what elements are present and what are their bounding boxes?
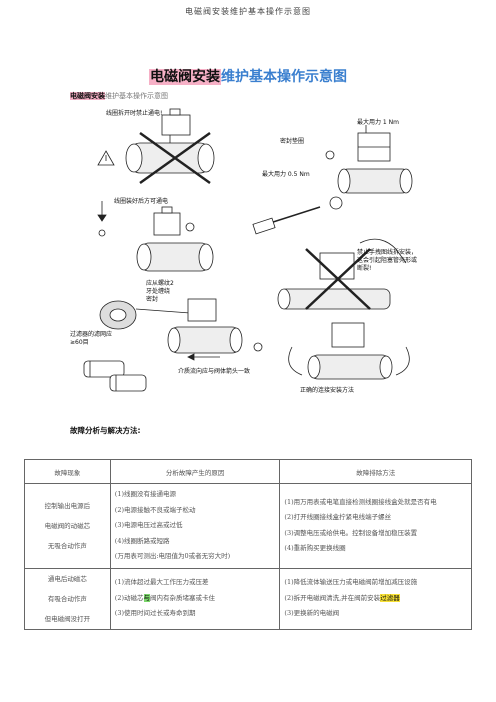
label-correct-method: 正确的连接安装方法 [300, 387, 355, 394]
remedy-cell: (1)用万用表或电笔直接检测线圈接线盒处就是否有电 (2)打开线圈接线盒拧紧电线… [279, 483, 472, 569]
highlighted-text: 与 [143, 593, 151, 602]
subtitle-rest: 维护基本操作示意图 [105, 92, 168, 100]
symptom-cell: 控制输出电源后 电磁阀的动磁芯 无吸合动作声 [24, 483, 111, 569]
symptom-cell: 通电后动磁芯 有吸合动作声 但电磁阀没打开 [24, 567, 111, 630]
header-cause: 分析故障产生的原因 [109, 459, 281, 484]
text-segment: 阀内有杂质堵塞或卡住 [150, 593, 216, 602]
warning-icon [97, 150, 115, 166]
filter-fittings [83, 360, 147, 392]
cause-cell: (1)流体超过最大工作压力或压差 (2)动磁芯与阀内有杂质堵塞或卡住 (3)使用… [109, 567, 281, 630]
valve-coil-removed [125, 108, 215, 185]
valve-correct-install [288, 322, 410, 380]
cause-item: (4)线圈断路或短路 [114, 536, 170, 545]
table-row: 控制输出电源后 电磁阀的动磁芯 无吸合动作声 (1)线圈没有接通电源 (2)电源… [24, 483, 472, 569]
sub-title: 电磁阀安装维护基本操作示意图 [70, 91, 168, 101]
valve-flow-direction [167, 298, 263, 361]
screwdriver-icon [252, 196, 343, 235]
title-rest: 维护基本操作示意图 [221, 69, 347, 85]
page-header: 电磁阀安装维护基本操作示意图 [185, 7, 311, 16]
cause-item: (1)流体超过最大工作压力或压差 [114, 578, 209, 587]
remedy-item: (3)更换新的电磁阀 [284, 609, 340, 618]
label-seal-gasket: 密封垫圈 [280, 138, 305, 145]
label-pipe-tape: 应从螺纹2牙处缠绕密封 [146, 280, 174, 303]
symptom-line: 无吸合动作声 [47, 541, 87, 550]
cause-item: (2)动磁芯与阀内有杂质堵塞或卡住 [115, 591, 276, 607]
label-flow-direction: 介质流向应与阀体箭头一致 [178, 368, 251, 375]
step-arrow [97, 201, 107, 237]
text-segment: (2)拆开电磁阀清洗,并在阀前安装 [284, 593, 381, 602]
remedy-item: (4)重新购买更换线圈 [284, 544, 346, 553]
main-title: 电磁阀安装维护基本操作示意图 [0, 66, 496, 86]
remedy-cell: (1)降低流体输送压力或电磁阀前增加减压设施 (2)拆开电磁阀清洗,并在阀前安装… [279, 567, 472, 630]
symptom-line: 有吸合动作声 [47, 594, 87, 603]
header-remedy: 故障排除方法 [279, 459, 472, 484]
symptom-line: 电磁阀的动磁芯 [44, 521, 91, 530]
fault-table: 故障现象 分析故障产生的原因 故障排除方法 控制输出电源后 电磁阀的动磁芯 无吸… [24, 459, 472, 630]
cause-item: (1)线圈没有接通电源 [114, 490, 177, 498]
label-max-torque-1: 最大用力 1 Nm [357, 119, 399, 126]
cause-item: (3)使用时间过长或寿命到期 [114, 609, 196, 618]
tape-roll [99, 300, 191, 330]
symptom-line: 控制输出电源后 [44, 501, 91, 510]
remedy-item: (1)用万用表或电笔直接检测线圈接线盒处就是否有电 [284, 497, 437, 506]
analysis-title: 故障分析与解决方法: [70, 426, 141, 435]
label-filter-mesh: 过滤器的滤网应≥60目 [70, 331, 113, 346]
label-no-hand-pull: 禁止手拽图线拆安装，这会引起阻塞管壳形或断裂! [357, 249, 418, 272]
symptom-line: 但电磁阀没打开 [44, 614, 91, 623]
label-max-torque-05: 最大用力 0.5 Nm [262, 171, 310, 178]
remedy-item: (3)调整电压或给供电。控制设备增加稳压装置 [284, 528, 418, 537]
cause-item: (万用表可测出:电阻值为0或者无穷大时) [114, 552, 231, 560]
cause-cell: (1)线圈没有接通电源 (2)电源接触不良或端子松动 (3)电源电压过高或过低 … [109, 483, 281, 569]
cause-item: (2)电源接触不良或端子松动 [114, 505, 196, 514]
table-row: 通电后动磁芯 有吸合动作声 但电磁阀没打开 (1)流体超过最大工作压力或压差 (… [24, 567, 472, 630]
label-coil-assembled: 线圈装好后方可通电 [114, 198, 169, 205]
header-symptom: 故障现象 [24, 459, 111, 484]
remedy-item: (2)拆开电磁阀清洗,并在阀前安装过滤器 [284, 591, 467, 607]
installation-diagram: 线圈拆开时禁止通电! 最大用力 1 Nm 密封垫圈 最大用力 0.5 Nm 线圈… [70, 103, 426, 403]
valve-with-gasket [325, 125, 413, 194]
table-header-row: 故障现象 分析故障产生的原因 故障排除方法 [24, 459, 472, 484]
valve-coil-installed [136, 206, 214, 272]
remedy-item: (1)降低流体输送压力或电磁阀前增加减压设施 [284, 578, 418, 587]
cause-item: (3)电源电压过高或过低 [114, 521, 183, 529]
diagram-drawing [83, 108, 413, 392]
label-wire-disconnect: 线圈拆开时禁止通电! [106, 110, 163, 117]
symptom-line: 通电后动磁芯 [47, 574, 87, 583]
subtitle-highlight: 电磁阀安装 [70, 92, 105, 100]
remedy-item: (2)打开线圈接线盒拧紧电线端子螺丝 [284, 513, 392, 522]
highlighted-text: 过滤器 [380, 593, 400, 602]
text-segment: (2)动磁芯 [114, 593, 144, 602]
valve-hand-pull [277, 238, 407, 310]
title-highlight: 电磁阀安装 [149, 69, 221, 85]
